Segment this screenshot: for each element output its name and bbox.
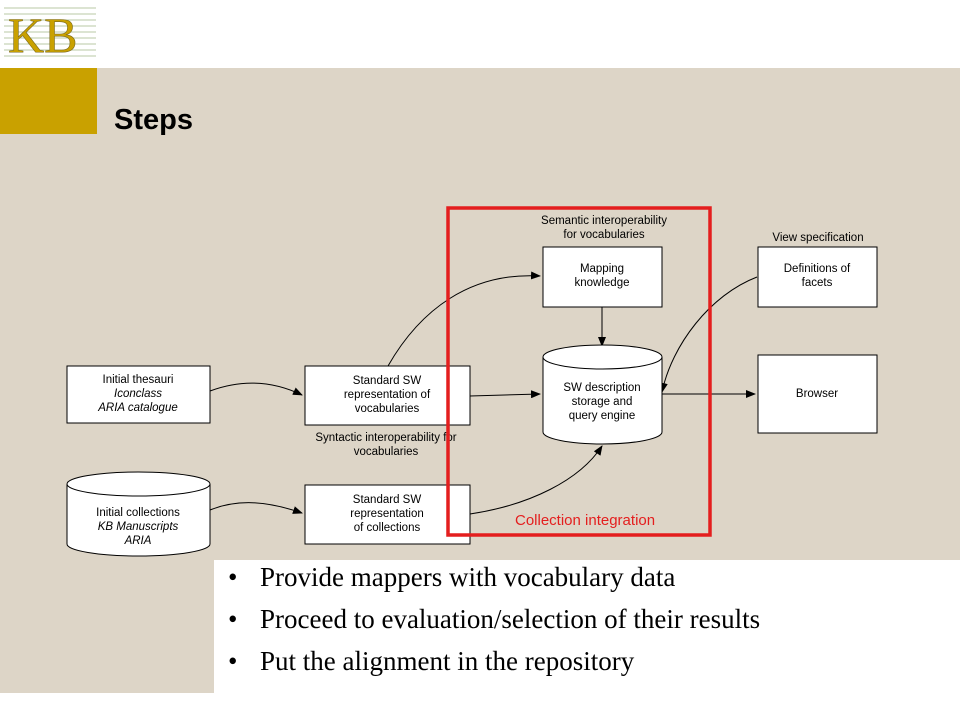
bullet-icon: •	[228, 562, 238, 592]
node-browser	[757, 354, 878, 434]
bullet-item: • Provide mappers with vocabulary data	[228, 562, 675, 593]
initial-thesauri-item: Iconclass	[114, 388, 162, 400]
syntactic-annotation: vocabularies	[354, 446, 419, 458]
initial-collections-item: KB Manuscripts	[98, 521, 179, 533]
syntactic-annotation: Syntactic interoperability for	[315, 432, 456, 444]
view-spec-annotation: View specification	[772, 232, 863, 244]
logo-text: KB	[8, 7, 77, 63]
initial-thesauri-label: Initial thesauri	[103, 374, 174, 386]
bullet-item: • Proceed to evaluation/selection of thei…	[228, 604, 760, 635]
edge-vocab-to-mapping	[387, 271, 541, 367]
edge-facets-to-storage	[659, 276, 758, 393]
bullet-item: • Put the alignment in the repository	[228, 646, 634, 677]
slide-title: Steps	[114, 104, 193, 136]
node-definitions-of-facets	[757, 246, 878, 308]
bullet-icon: •	[228, 604, 238, 634]
edge-collrep-to-storage	[469, 445, 603, 515]
standard-vocab-line: representation of	[344, 389, 431, 401]
standard-coll-line: of collections	[354, 522, 421, 534]
semantic-annotation: Semantic interoperability	[541, 215, 667, 227]
standard-vocab-line: vocabularies	[355, 403, 420, 415]
edge-thesauri-to-vocab	[209, 382, 303, 396]
initial-thesauri-item: ARIA catalogue	[97, 402, 177, 414]
node-initial-collections	[66, 471, 211, 557]
collection-integration-label: Collection integration	[515, 512, 655, 529]
kb-logo: KB	[0, 0, 98, 64]
standard-coll-line: representation	[350, 508, 424, 520]
mapping-line: knowledge	[575, 277, 630, 289]
node-standard-sw-collections	[304, 484, 471, 545]
edge-collections-to-collrep	[209, 502, 303, 514]
mapping-line: Mapping	[580, 263, 624, 275]
initial-collections-item: ARIA	[124, 535, 152, 547]
sw-desc-line: query engine	[569, 410, 636, 422]
facets-line: Definitions of	[784, 263, 851, 275]
edge-vocab-to-storage	[469, 390, 541, 399]
browser-label: Browser	[796, 388, 838, 400]
node-sw-description-storage	[542, 344, 663, 445]
initial-collections-label: Initial collections	[96, 507, 180, 519]
bullet-list-panel: • Provide mappers with vocabulary data • P…	[214, 560, 960, 693]
node-initial-thesauri	[66, 365, 211, 424]
bullet-icon: •	[228, 646, 238, 676]
facets-line: facets	[802, 277, 833, 289]
bullet-text: Proceed to evaluation/selection of their…	[260, 604, 761, 634]
accent-block	[0, 68, 97, 134]
bullet-text: Provide mappers with vocabulary data	[260, 562, 676, 592]
bullet-text: Put the alignment in the repository	[260, 646, 635, 676]
collection-integration-frame	[446, 206, 712, 537]
sw-desc-line: SW description	[563, 382, 640, 394]
standard-coll-line: Standard SW	[353, 494, 422, 506]
node-standard-sw-vocabularies	[304, 365, 471, 426]
standard-vocab-line: Standard SW	[353, 375, 422, 387]
sw-desc-line: storage and	[572, 396, 633, 408]
semantic-annotation: for vocabularies	[563, 229, 644, 241]
node-mapping-knowledge	[542, 246, 663, 308]
